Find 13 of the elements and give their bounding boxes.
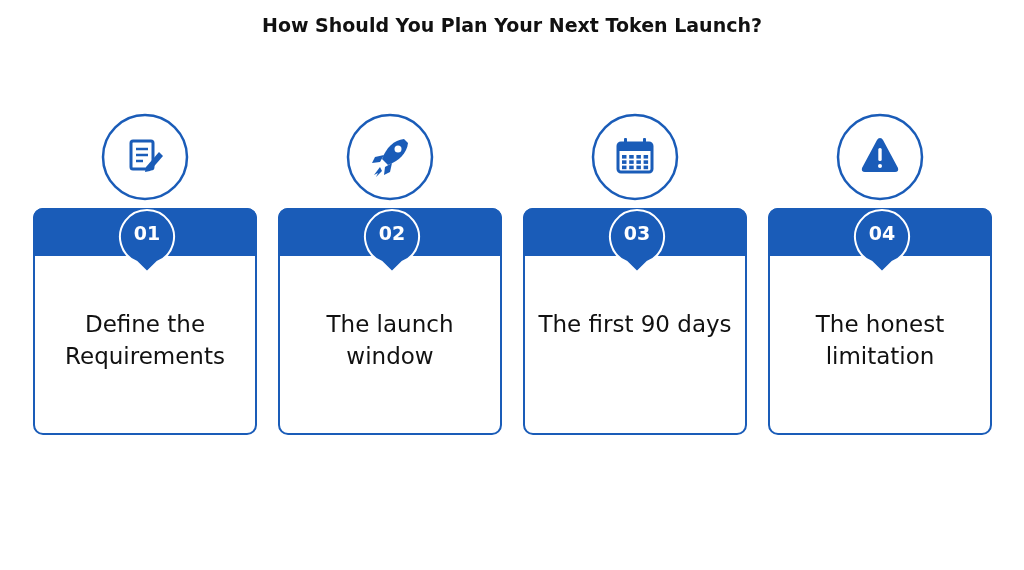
step-card [768,208,992,435]
step-number-badge: 03 [608,208,666,274]
step-title: The first 90 days [537,310,733,339]
step-number-badge: 02 [363,208,421,274]
step-title: The honest limitation [814,310,946,371]
step-card [523,208,747,435]
step-number-badge: 04 [853,208,911,274]
step-number-badge: 01 [118,208,176,274]
step-title: The launch window [325,310,455,371]
step-title: Define the Requirements [64,310,226,371]
step-card [278,208,502,435]
diagram-title: How Should You Plan Your Next Token Launch? [262,14,762,36]
step-card [33,208,257,435]
